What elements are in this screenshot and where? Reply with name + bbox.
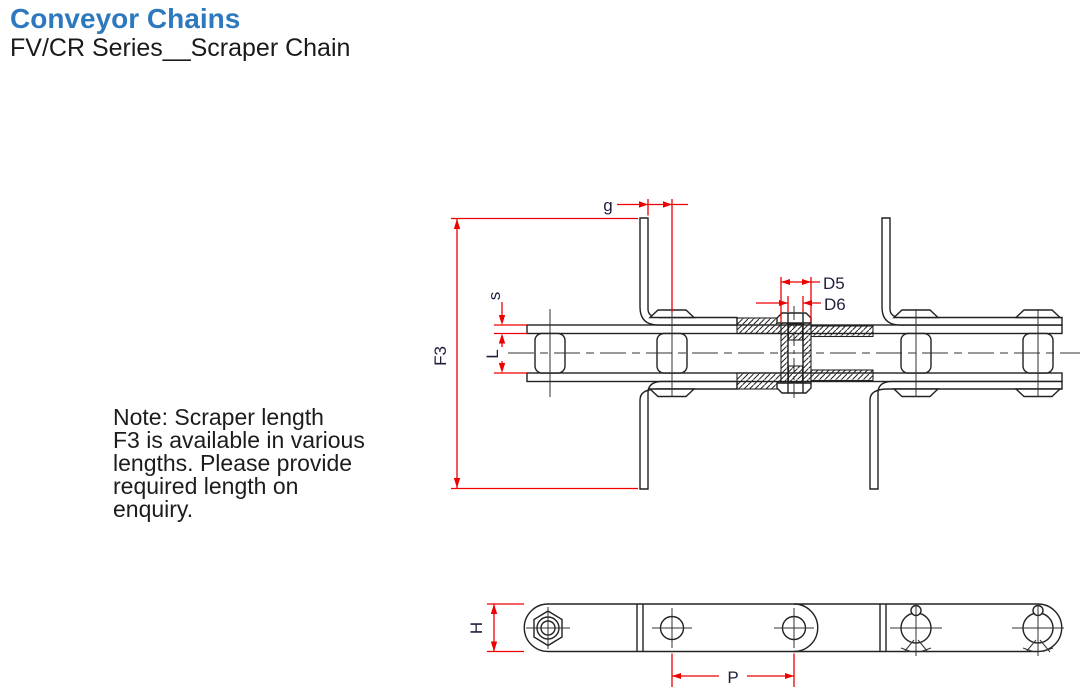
dimension-label-F3: F3: [431, 346, 450, 366]
chain-side-view: H P: [467, 603, 1064, 687]
section-hatch-strip: [736, 372, 782, 390]
pin-riveted-end: [526, 607, 570, 649]
dimension-label-g: g: [603, 196, 612, 215]
dimension-F3: F3: [431, 217, 638, 490]
note-line: F3 is available in various: [113, 427, 365, 453]
inner-plate-rounded-end: [793, 603, 819, 653]
dimension-label-D6: D6: [824, 295, 846, 314]
dimension-D5: D5: [780, 274, 845, 322]
scraper-angle-bottom-right: [869, 380, 1063, 490]
dimension-label-P: P: [727, 668, 738, 687]
plate-band-outline: [523, 603, 1063, 653]
page-title: Conveyor Chains: [10, 3, 241, 34]
plate-edge-lines: [636, 604, 887, 652]
section-hatch-strip: [810, 325, 874, 338]
dimension-label-s: s: [485, 292, 504, 301]
pin-hole: [774, 608, 814, 648]
chain-plan-view: F3 g s L: [431, 196, 1080, 490]
page-subtitle: FV/CR Series__Scraper Chain: [10, 34, 351, 62]
note-line: enquiry.: [113, 496, 194, 522]
dimension-D6: D6: [756, 295, 846, 314]
pin-hatch-bottom: [787, 365, 804, 383]
pin-hole: [652, 608, 692, 648]
dimension-H: H: [467, 603, 524, 653]
note-line: Note: Scraper length: [113, 404, 324, 430]
pin-cotter-end: [1012, 604, 1064, 656]
section-hatch-strip: [810, 369, 874, 382]
dimension-label-D5: D5: [823, 274, 845, 293]
scraper-angle-top-left: [639, 217, 738, 326]
section-hatch-strip: [736, 317, 782, 335]
dimension-P: P: [671, 653, 795, 687]
scraper-angle-top-right: [881, 217, 1063, 326]
page-header: Conveyor Chains FV/CR Series__Scraper Ch…: [10, 3, 351, 63]
note-text: Note: Scraper length F3 is available in …: [113, 406, 365, 521]
note-line: lengths. Please provide: [113, 450, 353, 476]
pin-cotter-end: [890, 604, 942, 656]
dimension-s-L: s L: [483, 292, 527, 374]
note-line: required length on: [113, 473, 299, 499]
pin-hatch-top: [787, 323, 804, 341]
dimension-label-H: H: [467, 622, 486, 634]
dimension-g: g: [603, 196, 688, 312]
scraper-angle-bottom-left: [639, 380, 738, 490]
dimension-label-L: L: [483, 349, 502, 358]
